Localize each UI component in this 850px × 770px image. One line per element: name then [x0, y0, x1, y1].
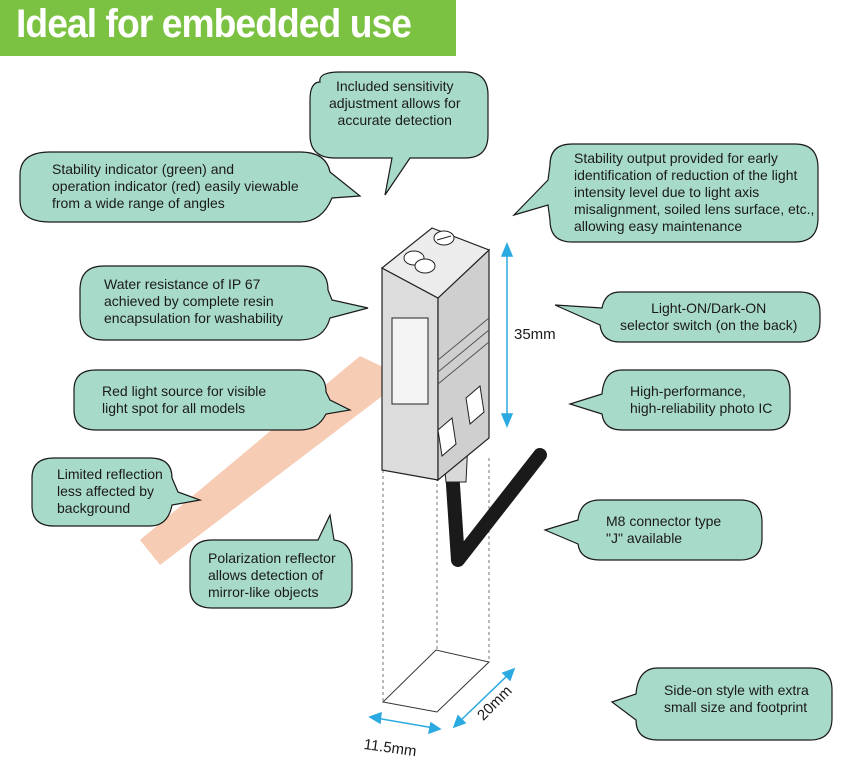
page-title: Ideal for embedded use: [16, 2, 412, 46]
bubble-water: [79, 265, 369, 341]
bubble-selector: [554, 291, 821, 343]
callout-bubbles: [19, 71, 833, 741]
callout-stability-output: Stability output provided for early iden…: [574, 150, 815, 234]
bubble-limited-reflection: [31, 457, 203, 527]
sensor-body: [380, 227, 491, 482]
callout-side-on: Side-on style with extra small size and …: [664, 682, 809, 715]
bubble-red-light: [73, 369, 352, 431]
bubble-stability-output: [511, 143, 819, 243]
dimension-height: [500, 242, 514, 428]
callout-water: Water resistance of IP 67 achieved by co…: [104, 276, 283, 326]
dimension-height-label: 35mm: [514, 326, 556, 343]
callout-polarization: Polarization reflector allows detection …: [208, 550, 336, 600]
callout-indicators: Stability indicator (green) and operatio…: [52, 161, 299, 211]
adjuster-knob: [403, 230, 455, 274]
bubble-photo-ic: [567, 369, 791, 431]
callout-red-light: Red light source for visible light spot …: [102, 383, 267, 416]
header-banner: Ideal for embedded use: [0, 0, 456, 56]
dimension-width: [368, 711, 442, 735]
callout-sensitivity: Included sensitivity adjustment allows f…: [329, 78, 461, 128]
sensor-cable: [445, 448, 547, 567]
footprint-outline: [381, 649, 491, 713]
callout-limited-reflection: Limited reflection less affected by back…: [57, 466, 163, 516]
callout-photo-ic: High-performance, high-reliability photo…: [630, 383, 773, 416]
bubble-side-on: [610, 667, 833, 741]
bubble-m8: [543, 499, 763, 561]
dimension-depth: [452, 667, 516, 729]
bubble-indicators: [19, 151, 362, 223]
bubble-sensitivity: [309, 71, 489, 196]
callout-m8: M8 connector type "J" available: [606, 513, 722, 546]
callout-selector: Light-ON/Dark-ON selector switch (on the…: [620, 300, 798, 333]
bubble-polarization: [189, 513, 353, 609]
